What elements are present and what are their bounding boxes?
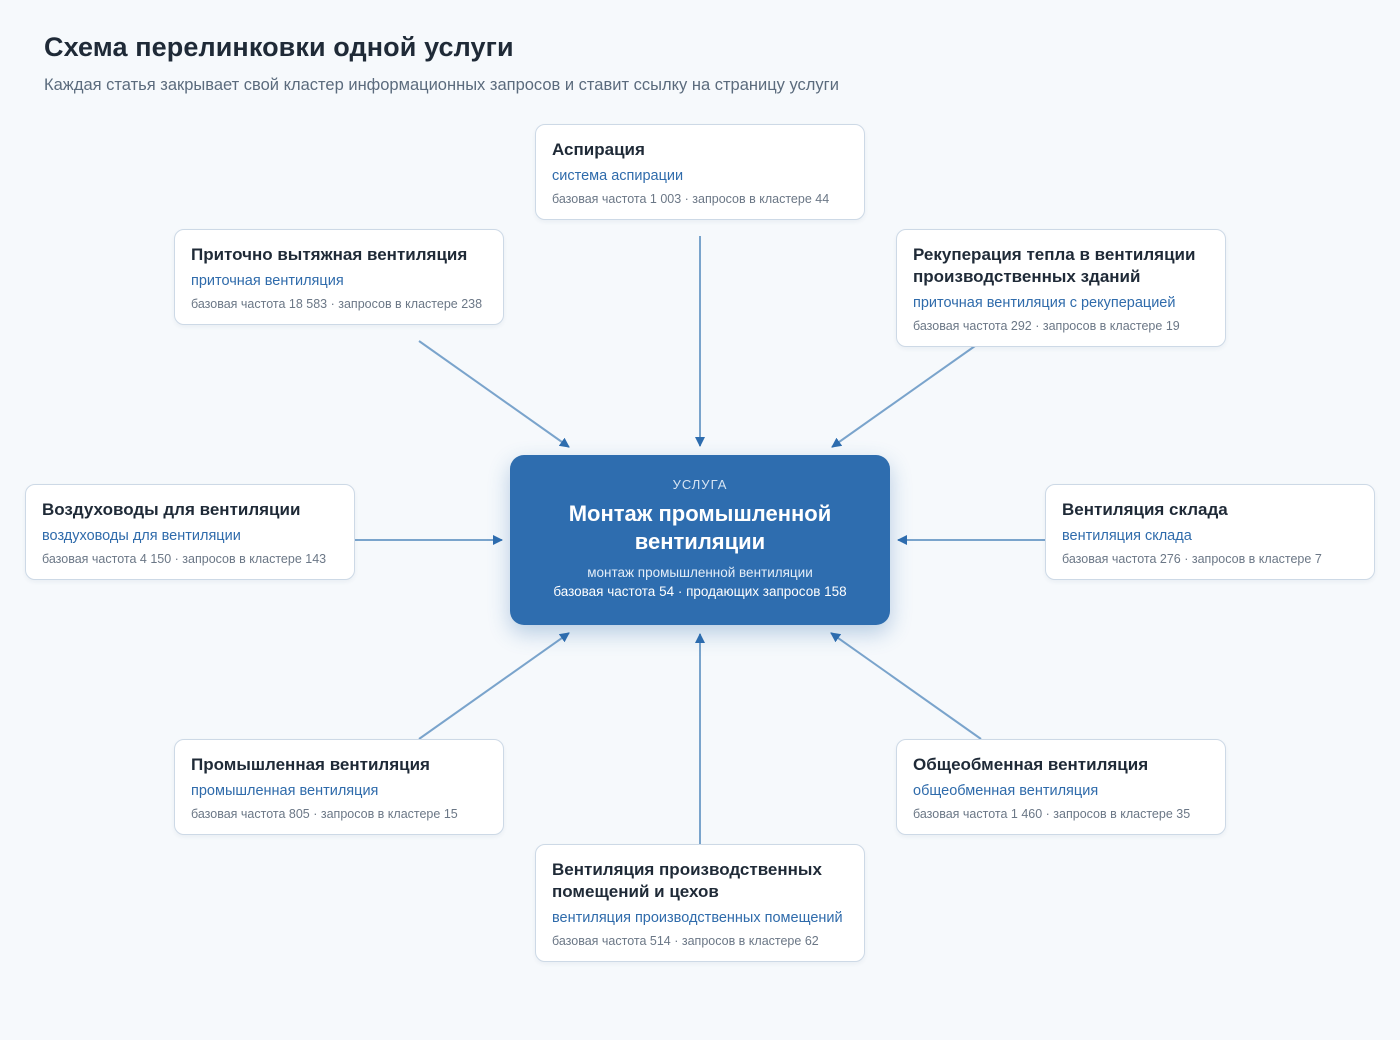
- article-card-general-exchange[interactable]: Общеобменная вентиляция общеобменная вен…: [896, 739, 1226, 835]
- article-meta: базовая частота 805 · запросов в кластер…: [191, 807, 458, 821]
- article-card-industrial[interactable]: Промышленная вентиляция промышленная вен…: [174, 739, 504, 835]
- article-query-link[interactable]: вентиляция производственных помещений: [552, 910, 843, 926]
- article-meta: базовая частота 514 · запросов в кластер…: [552, 934, 819, 948]
- article-query-link[interactable]: система аспирации: [552, 168, 684, 184]
- article-title: Общеобменная вентиляция: [913, 755, 1149, 774]
- service-query: монтаж промышленной вентиляции: [587, 565, 813, 580]
- article-card-warehouse[interactable]: Вентиляция склада вентиляция склада базо…: [1045, 484, 1375, 580]
- article-title: Рекуперация тепла в вентиляции производс…: [913, 245, 1196, 286]
- article-query-link[interactable]: приточная вентиляция с рекуперацией: [913, 295, 1176, 311]
- article-card-ducts[interactable]: Воздуховоды для вентиляции воздуховоды д…: [25, 484, 355, 580]
- edge-industrial: [418, 632, 570, 740]
- page-title: Схема перелинковки одной услуги: [44, 32, 514, 62]
- service-title: Монтаж промышленной вентиляции: [568, 501, 832, 554]
- article-title: Приточно вытяжная вентиляция: [191, 245, 468, 264]
- edge-supply-exhaust: [418, 340, 570, 448]
- article-title: Вентиляция склада: [1062, 500, 1228, 519]
- article-query-link[interactable]: вентиляция склада: [1062, 528, 1192, 544]
- article-query-link[interactable]: приточная вентиляция: [191, 273, 344, 289]
- article-meta: базовая частота 276 · запросов в кластер…: [1062, 552, 1322, 566]
- article-title: Промышленная вентиляция: [191, 755, 430, 774]
- service-label: УСЛУГА: [672, 477, 728, 492]
- article-query-link[interactable]: воздуховоды для вентиляции: [42, 528, 241, 544]
- article-meta: базовая частота 4 150 · запросов в класт…: [42, 552, 327, 566]
- article-title: Аспирация: [552, 140, 645, 159]
- article-card-supply-exhaust[interactable]: Приточно вытяжная вентиляция приточная в…: [174, 229, 504, 325]
- article-card-heat-recovery[interactable]: Рекуперация тепла в вентиляции производс…: [896, 229, 1226, 347]
- article-query-link[interactable]: общеобменная вентиляция: [913, 783, 1099, 799]
- article-meta: базовая частота 1 460 · запросов в класт…: [913, 807, 1191, 821]
- edge-heat-recovery: [831, 345, 976, 448]
- article-title: Воздуховоды для вентиляции: [42, 500, 301, 519]
- service-meta: базовая частота 54 · продающих запросов …: [553, 584, 847, 599]
- article-card-workshops[interactable]: Вентиляция производственных помещений и …: [535, 844, 865, 962]
- edge-general-exchange: [830, 632, 982, 740]
- article-meta: базовая частота 1 003 · запросов в класт…: [552, 192, 830, 206]
- article-meta: базовая частота 18 583 · запросов в клас…: [191, 297, 483, 311]
- article-title: Вентиляция производственных помещений и …: [552, 860, 822, 901]
- article-card-aspiration[interactable]: Аспирация система аспирации базовая част…: [535, 124, 865, 220]
- article-query-link[interactable]: промышленная вентиляция: [191, 783, 379, 799]
- page-subtitle: Каждая статья закрывает свой кластер инф…: [44, 76, 839, 94]
- service-node[interactable]: УСЛУГА Монтаж промышленной вентиляции мо…: [510, 455, 890, 625]
- article-meta: базовая частота 292 · запросов в кластер…: [913, 319, 1180, 333]
